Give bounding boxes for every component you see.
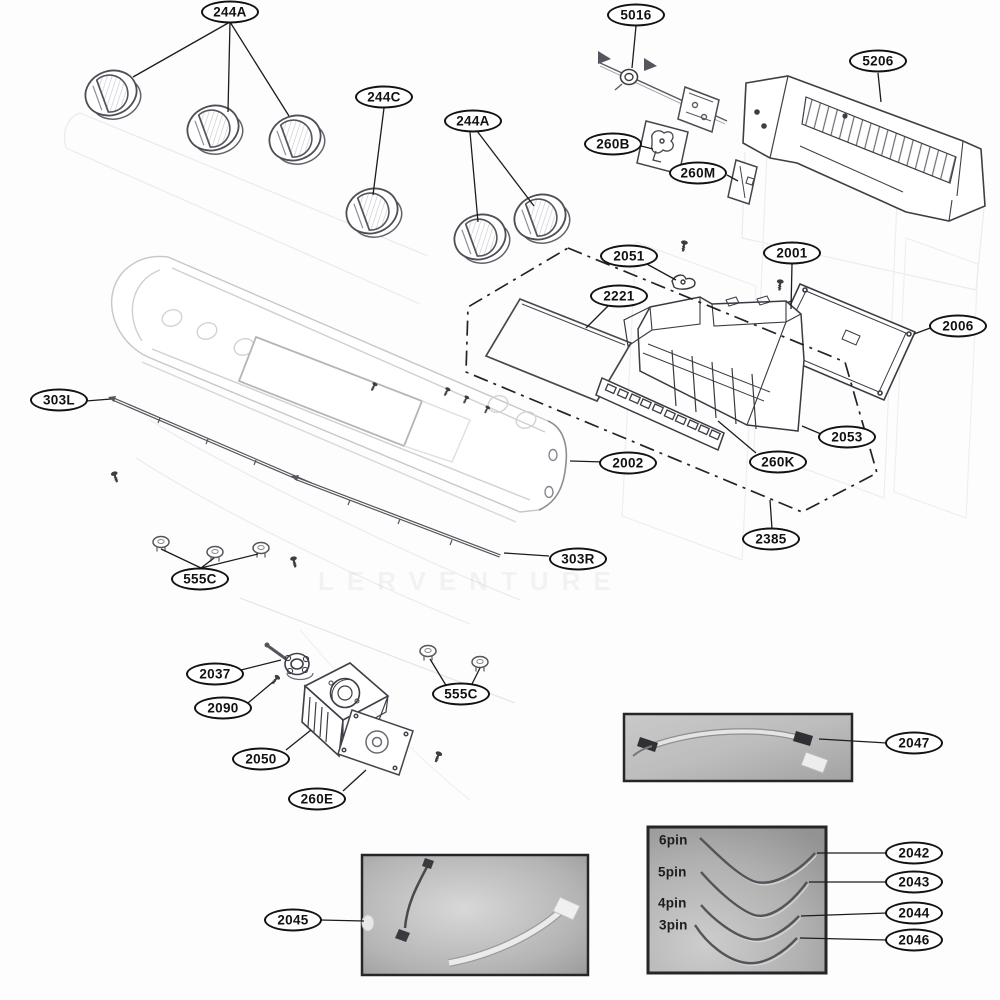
leader-lines bbox=[85, 21, 934, 941]
part-label-303l: 303L bbox=[30, 388, 88, 412]
pin-label-6pin: 6pin bbox=[659, 832, 688, 848]
knob-6 bbox=[507, 185, 577, 253]
cable-5pin bbox=[700, 871, 808, 918]
part-label-2050: 2050 bbox=[232, 747, 290, 771]
part-label-2002: 2002 bbox=[599, 451, 657, 475]
part-label-555c-upper: 555C bbox=[171, 567, 229, 591]
plate-260e bbox=[337, 709, 414, 776]
part-label-555c-lower: 555C bbox=[432, 682, 490, 706]
part-label-260e: 260E bbox=[288, 787, 346, 811]
connector-left bbox=[637, 737, 658, 752]
photo-2047 bbox=[622, 712, 854, 783]
housing-2053 bbox=[623, 295, 805, 432]
part-label-2221: 2221 bbox=[590, 284, 648, 308]
connector-tab bbox=[800, 751, 829, 774]
part-label-303r: 303R bbox=[549, 547, 607, 571]
connector-right bbox=[793, 731, 813, 746]
part-label-2043: 2043 bbox=[885, 870, 943, 894]
part-label-2044: 2044 bbox=[885, 901, 943, 925]
part-label-2045: 2045 bbox=[264, 908, 322, 932]
pin-label-4pin: 4pin bbox=[658, 895, 687, 911]
part-label-244a-left: 244A bbox=[201, 0, 259, 24]
part-label-2385: 2385 bbox=[742, 527, 800, 551]
cable-6pin bbox=[699, 837, 816, 884]
encoder-2037 bbox=[264, 642, 314, 681]
cable-3pin bbox=[693, 924, 798, 965]
part-label-5206: 5206 bbox=[849, 49, 907, 73]
pin-label-3pin: 3pin bbox=[659, 917, 688, 933]
part-label-2006: 2006 bbox=[929, 314, 987, 338]
clip-2051 bbox=[671, 274, 696, 290]
knob-5 bbox=[447, 205, 517, 273]
attach-nub bbox=[361, 914, 375, 932]
keypad-260k bbox=[595, 376, 725, 452]
rod-303l bbox=[108, 396, 312, 486]
bracket-5016-parts bbox=[597, 51, 728, 134]
part-label-260b: 260B bbox=[584, 132, 642, 156]
part-label-260k: 260K bbox=[749, 450, 807, 474]
knob-3 bbox=[262, 106, 332, 174]
part-label-2001: 2001 bbox=[763, 241, 821, 265]
control-panel-2002 bbox=[111, 255, 568, 523]
part-label-2042: 2042 bbox=[885, 841, 943, 865]
part-label-244c: 244C bbox=[355, 85, 413, 109]
caps-555c bbox=[152, 535, 489, 673]
part-label-2051: 2051 bbox=[600, 244, 658, 268]
part-label-244a-right: 244A bbox=[444, 109, 502, 133]
photo-2045 bbox=[360, 853, 590, 977]
part-label-2090: 2090 bbox=[194, 696, 252, 720]
part-label-2037: 2037 bbox=[186, 662, 244, 686]
knob-2 bbox=[180, 96, 250, 164]
part-label-5016: 5016 bbox=[607, 3, 665, 27]
knob-1 bbox=[78, 61, 148, 129]
part-label-2046: 2046 bbox=[885, 928, 943, 952]
photo-pin-harnesses bbox=[646, 825, 828, 975]
glass-2221 bbox=[484, 297, 633, 403]
watermark: LERVENTURE bbox=[318, 566, 624, 596]
cable-4pin bbox=[700, 904, 800, 941]
part-label-2053: 2053 bbox=[818, 425, 876, 449]
plate-260m bbox=[727, 159, 758, 205]
pin-label-5pin: 5pin bbox=[658, 864, 687, 880]
part-label-260m: 260M bbox=[669, 161, 727, 185]
housing-5206 bbox=[742, 75, 986, 222]
rod-303r bbox=[291, 475, 501, 558]
burner-knobs bbox=[78, 61, 577, 273]
part-label-2047: 2047 bbox=[885, 731, 943, 755]
